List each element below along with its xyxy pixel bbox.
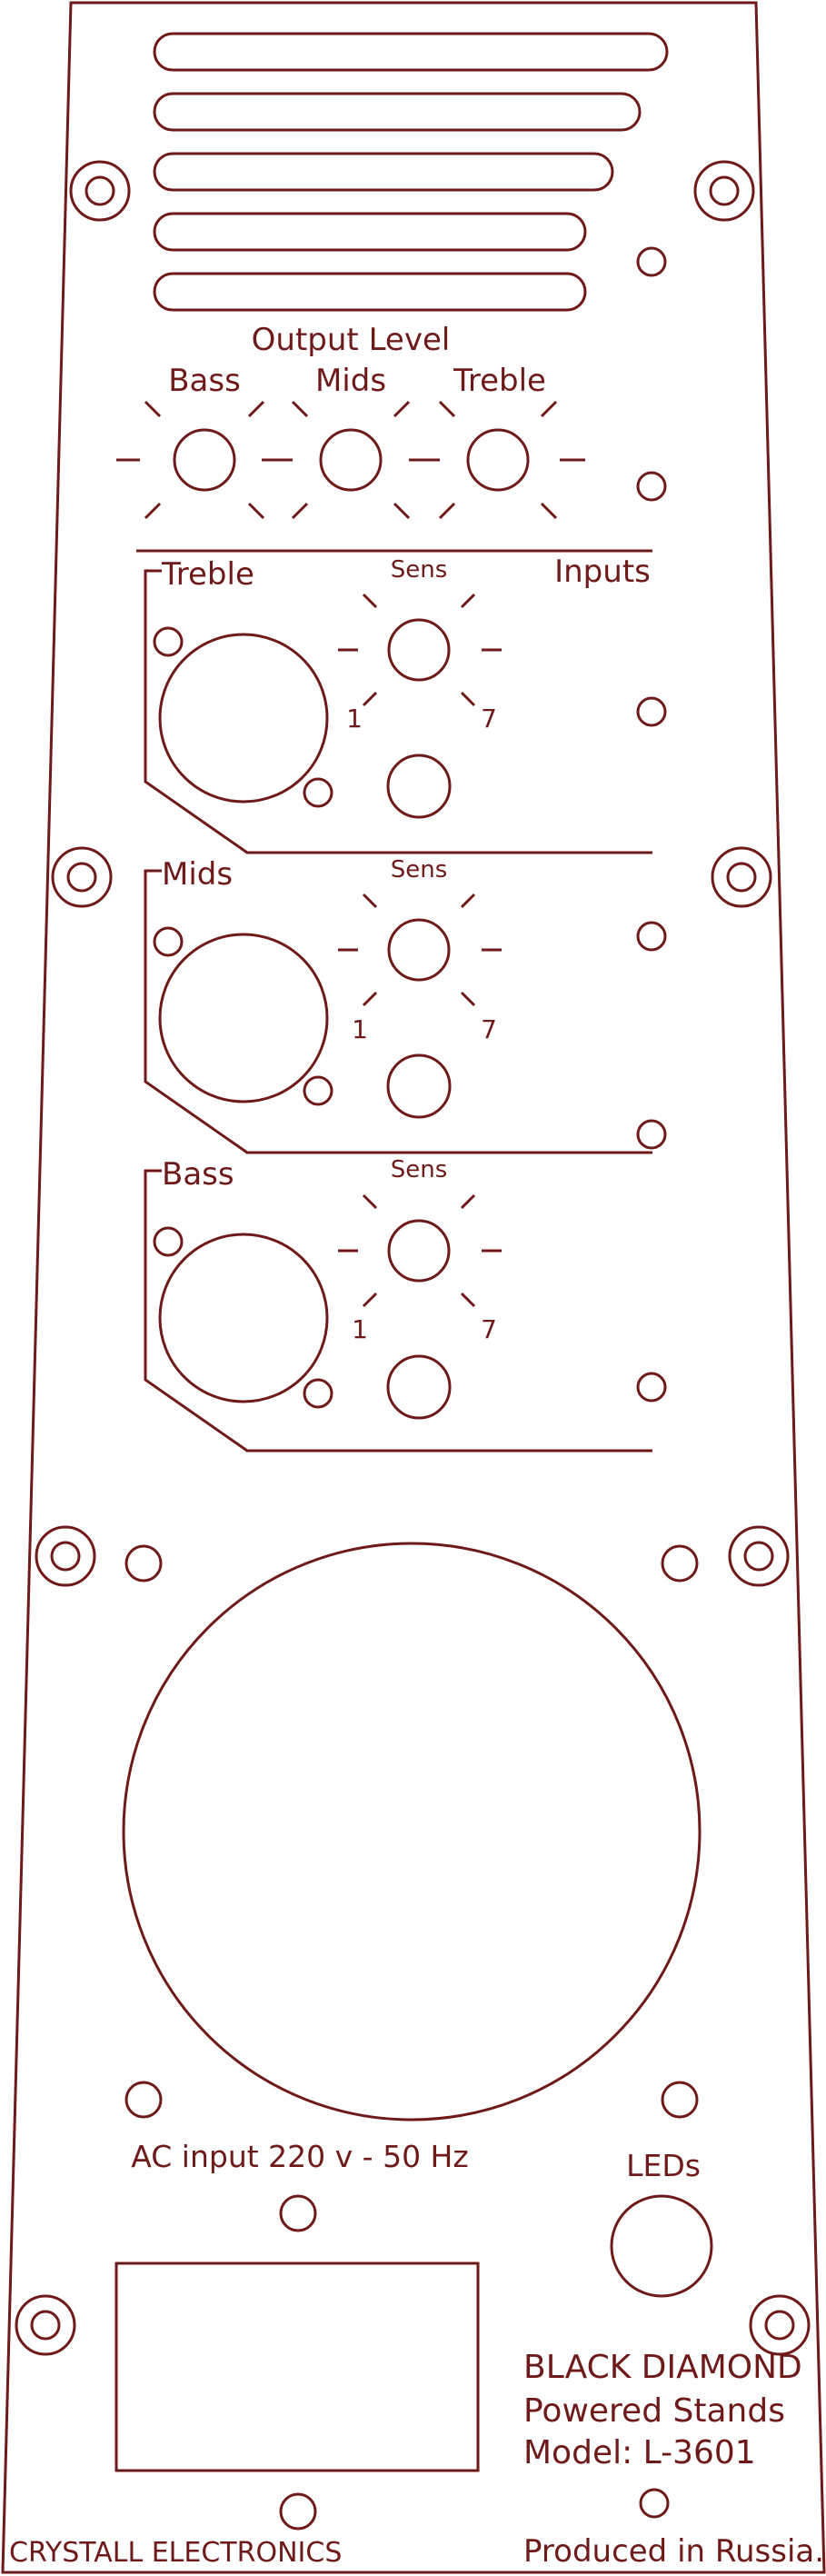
output-knob-bass[interactable] — [116, 400, 265, 520]
channel-bracket — [144, 869, 652, 1154]
screw-hole — [279, 2492, 317, 2531]
sens-scale-max: 7 — [481, 704, 497, 734]
trs-input-jack[interactable] — [386, 754, 452, 819]
xlr-input-jack[interactable] — [158, 933, 329, 1103]
sens-scale-max: 7 — [481, 1014, 497, 1044]
sens-knob[interactable] — [338, 893, 502, 1007]
vent-slot — [153, 272, 587, 312]
mounting-hole — [711, 846, 772, 908]
xlr-input-jack[interactable] — [158, 1233, 329, 1403]
inputs-title: Inputs — [554, 554, 651, 590]
sens-scale-min: 1 — [346, 704, 363, 734]
trs-input-jack[interactable] — [386, 1053, 452, 1119]
sens-scale-min: 1 — [352, 1014, 368, 1044]
vent-slot — [153, 152, 614, 192]
trs-input-jack[interactable] — [386, 1354, 452, 1420]
vent-slot — [153, 212, 587, 252]
output-knob-label-mids: Mids — [315, 363, 386, 399]
product-model: Model: L-3601 — [523, 2434, 756, 2471]
channel-label: Mids — [162, 856, 233, 893]
jack-screw — [153, 1226, 184, 1257]
origin-label: Produced in Russia. — [523, 2533, 824, 2570]
output-level-title: Output Level — [252, 322, 451, 358]
screw-hole — [661, 1544, 699, 1583]
product-name: BLACK DIAMOND — [523, 2349, 802, 2386]
screw-hole — [636, 246, 667, 277]
input-channel-treble: Treble Sens 1 7 — [144, 556, 652, 854]
mounting-hole — [693, 160, 755, 222]
sens-knob[interactable] — [338, 1193, 502, 1308]
mounting-hole — [69, 160, 131, 222]
vent-slots — [153, 32, 669, 312]
screw-hole — [279, 2194, 317, 2232]
jack-screw — [303, 777, 333, 808]
vent-slot — [153, 32, 669, 72]
screw-hole — [661, 2081, 699, 2119]
led-window — [610, 2194, 713, 2298]
jack-screw — [153, 926, 184, 957]
sens-label: Sens — [391, 1156, 448, 1183]
ac-input-label: AC input 220 v - 50 Hz — [131, 2139, 468, 2174]
screw-hole — [124, 1544, 163, 1583]
mounting-hole — [728, 1525, 790, 1587]
screw-hole — [636, 1119, 667, 1150]
manufacturer-label: CRYSTALL ELECTRONICS — [9, 2537, 342, 2569]
sens-knob[interactable] — [338, 593, 502, 707]
product-line: Powered Stands — [523, 2392, 785, 2430]
mounting-holes — [15, 160, 811, 2356]
speaker-cutout — [122, 1542, 702, 2122]
channel-label: Bass — [162, 1156, 234, 1193]
channel-label: Treble — [161, 556, 254, 593]
jack-screw — [303, 1378, 333, 1409]
screw-hole — [636, 1372, 667, 1403]
screw-hole — [636, 471, 667, 502]
screw-hole — [639, 2488, 670, 2519]
vent-slot — [153, 92, 642, 132]
input-channel-bass: Bass Sens 1 7 — [144, 1156, 652, 1453]
screw-hole — [636, 921, 667, 952]
mounting-hole — [749, 2294, 811, 2356]
mounting-hole — [51, 846, 113, 908]
channel-bracket — [144, 1169, 652, 1453]
output-knob-treble[interactable] — [438, 400, 585, 520]
input-channel-mids: Mids Sens 1 7 — [144, 856, 652, 1154]
channel-bracket — [144, 569, 652, 854]
screw-hole — [124, 2081, 163, 2119]
sens-scale-min: 1 — [352, 1314, 368, 1344]
ac-input-socket[interactable] — [114, 2261, 480, 2472]
screw-hole — [636, 696, 667, 727]
sens-scale-max: 7 — [481, 1314, 497, 1344]
mounting-hole — [15, 2294, 76, 2356]
output-knob-label-treble: Treble — [453, 363, 546, 399]
output-knob-mids[interactable] — [291, 400, 411, 520]
sens-label: Sens — [391, 556, 448, 584]
screw-holes — [124, 246, 699, 2531]
jack-screw — [153, 626, 184, 657]
mounting-hole — [35, 1525, 96, 1587]
jack-screw — [303, 1075, 333, 1106]
xlr-input-jack[interactable] — [158, 633, 329, 804]
leds-label: LEDs — [626, 2148, 701, 2183]
sens-label: Sens — [391, 856, 448, 884]
output-knob-label-bass: Bass — [168, 363, 241, 399]
